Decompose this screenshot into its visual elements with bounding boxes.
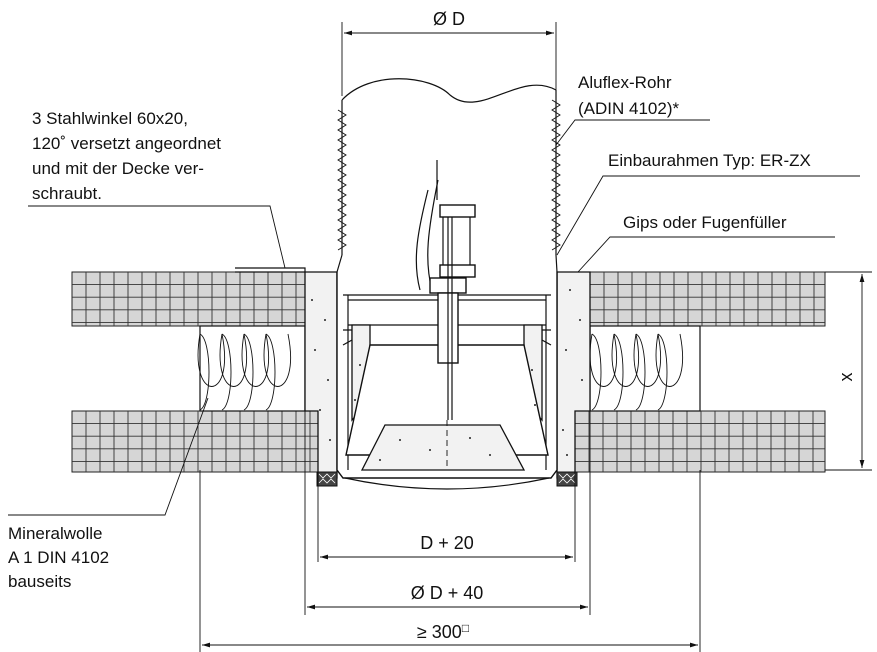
upper-ceiling-slab-left	[71, 271, 306, 327]
dimension-d40: Ø D + 40	[304, 411, 591, 615]
angles-label-line3: und mit der Decke ver-	[32, 159, 204, 178]
concrete-texture	[311, 289, 583, 461]
annotation-wool: Mineralwolle A 1 DIN 4102 bauseits	[8, 397, 209, 591]
aluflex-pipe	[336, 78, 561, 273]
frame-label: Einbaurahmen Typ: ER-ZX	[608, 151, 811, 170]
angles-label-line2: 120˚ versetzt angeordnet	[32, 134, 221, 153]
angles-label-line4: schraubt.	[32, 184, 102, 203]
wool-label-line3: bauseits	[8, 572, 71, 591]
mineral-wool-left	[197, 325, 306, 412]
dim-d20-label: D + 20	[420, 533, 474, 553]
dim-300-label: ≥ 300□	[417, 621, 469, 642]
dimension-top-diameter: Ø D	[341, 9, 557, 96]
wool-label-line2: A 1 DIN 4102	[8, 548, 109, 567]
angles-label-line1: 3 Stahlwinkel 60x20,	[32, 109, 188, 128]
dim-d40-label: Ø D + 40	[411, 583, 484, 603]
adjustment-spindle	[415, 160, 476, 470]
pipe-label-line2: (ADIN 4102)*	[578, 99, 679, 118]
dimension-300: ≥ 300□	[199, 470, 701, 652]
lower-ceiling-slab-right	[574, 410, 826, 473]
dim-height-label: x	[836, 373, 856, 382]
dimension-height-x: x	[825, 271, 872, 471]
seal-left	[316, 471, 338, 487]
lower-ceiling-slab-left	[71, 410, 319, 473]
mineral-wool-right	[589, 325, 701, 412]
concrete-cone	[344, 324, 550, 490]
pipe-label-line1: Aluflex-Rohr	[578, 73, 672, 92]
annotation-frame: Einbaurahmen Typ: ER-ZX	[556, 151, 860, 256]
annotation-pipe: Aluflex-Rohr (ADIN 4102)*	[555, 73, 710, 146]
annotation-angles: 3 Stahlwinkel 60x20, 120˚ versetzt angeo…	[28, 109, 286, 269]
annotation-filler: Gips oder Fugenfüller	[577, 213, 835, 273]
wool-label-line1: Mineralwolle	[8, 524, 102, 543]
dim-diameter-label: Ø D	[433, 9, 465, 29]
filler-label: Gips oder Fugenfüller	[623, 213, 787, 232]
dimension-d20: D + 20	[317, 470, 576, 562]
steel-angle	[235, 267, 306, 273]
upper-ceiling-slab-right	[589, 271, 826, 327]
seal-right	[556, 471, 578, 487]
